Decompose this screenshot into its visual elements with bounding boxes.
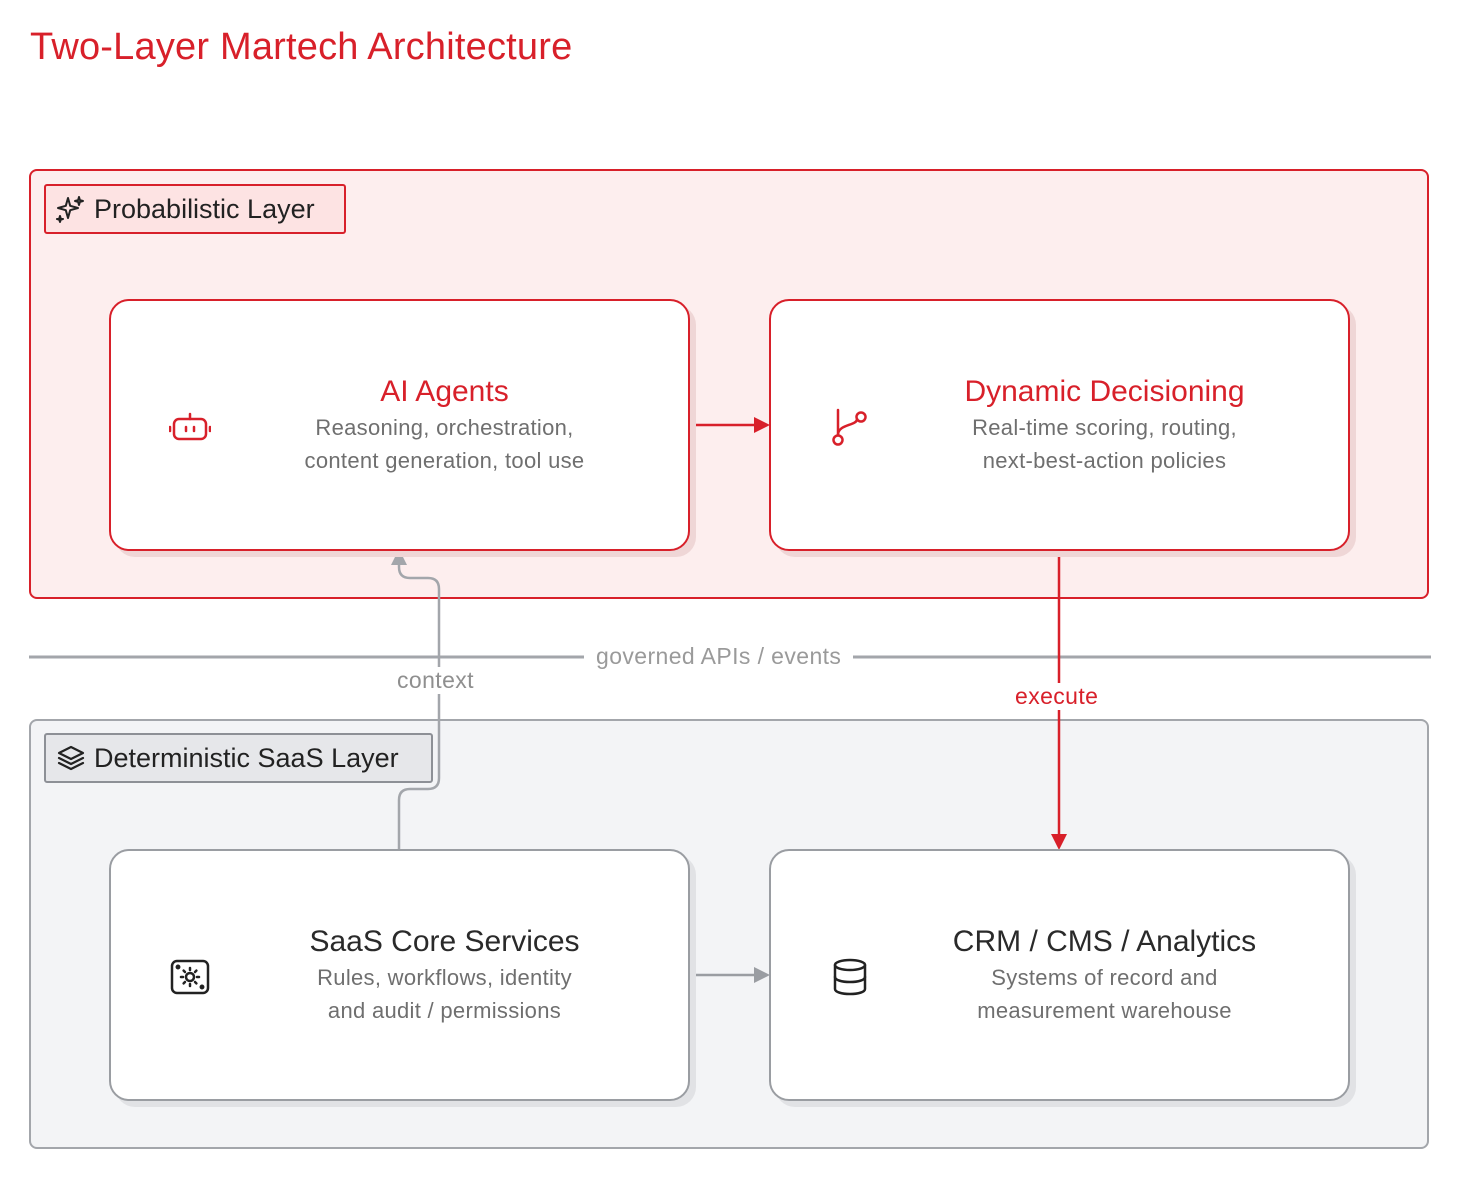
ai-agents-subtitle-line-2: content generation, tool use bbox=[304, 448, 585, 473]
deterministic-layer-tag: Deterministic SaaS Layer bbox=[44, 733, 433, 783]
saas-core-subtitle-line-1: Rules, workflows, identity bbox=[317, 965, 572, 990]
execute-label: execute bbox=[1011, 683, 1103, 710]
deterministic-layer-label: Deterministic SaaS Layer bbox=[94, 742, 399, 773]
probabilistic-layer-label: Probabilistic Layer bbox=[94, 193, 315, 224]
dynamic-decisioning-card: Dynamic Decisioning Real-time scoring, r… bbox=[769, 299, 1350, 551]
git-branch-icon bbox=[829, 406, 871, 448]
probabilistic-layer-tag: Probabilistic Layer bbox=[44, 184, 346, 234]
dynamic-decisioning-subtitle-line-1: Real-time scoring, routing, bbox=[972, 415, 1237, 440]
diagram-title: Two-Layer Martech Architecture bbox=[30, 26, 573, 68]
ai-agents-title: AI Agents bbox=[380, 375, 509, 408]
boundary-label: governed APIs / events bbox=[584, 643, 854, 670]
settings-chip-icon bbox=[169, 956, 211, 998]
sparkles-icon bbox=[56, 194, 86, 224]
crm-cms-analytics-card: CRM / CMS / Analytics Systems of record … bbox=[769, 849, 1350, 1101]
saas-core-subtitle-line-2: and audit / permissions bbox=[327, 998, 562, 1023]
saas-core-card: SaaS Core Services Rules, workflows, ide… bbox=[109, 849, 690, 1101]
database-icon bbox=[829, 956, 871, 998]
crm-cms-analytics-subtitle-line-2: measurement warehouse bbox=[977, 998, 1232, 1023]
robot-icon bbox=[168, 406, 212, 448]
dynamic-decisioning-subtitle-line-2: next-best-action policies bbox=[982, 448, 1227, 473]
context-label: context bbox=[393, 667, 478, 694]
ai-agents-subtitle-line-1: Reasoning, orchestration, bbox=[315, 415, 574, 440]
crm-cms-analytics-title: CRM / CMS / Analytics bbox=[952, 925, 1257, 958]
ai-agents-card: AI Agents Reasoning, orchestration, cont… bbox=[109, 299, 690, 551]
dynamic-decisioning-title: Dynamic Decisioning bbox=[964, 375, 1245, 408]
crm-cms-analytics-subtitle-line-1: Systems of record and bbox=[991, 965, 1218, 990]
saas-core-title: SaaS Core Services bbox=[309, 925, 580, 958]
layers-icon bbox=[56, 743, 86, 773]
